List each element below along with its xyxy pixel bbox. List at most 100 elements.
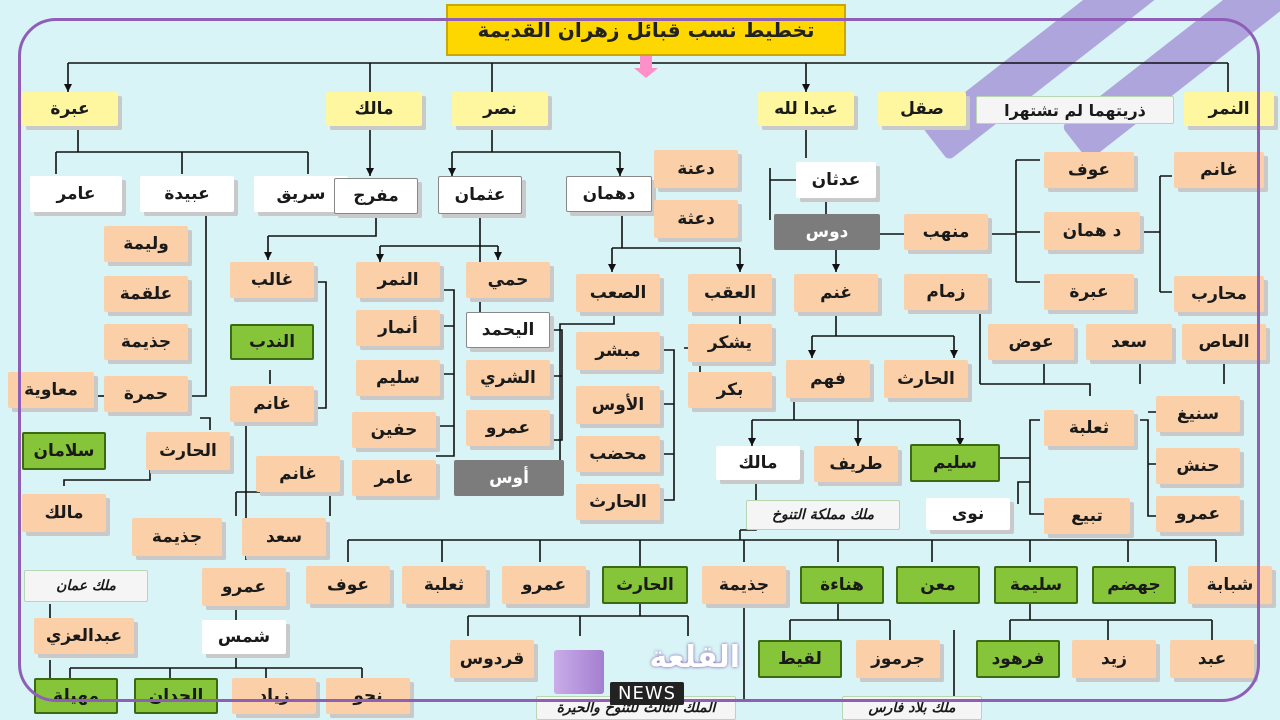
node-abd: عبد — [1170, 640, 1254, 678]
node-tabi: تبيع — [1044, 498, 1130, 534]
node-judhayma: جذيمة — [104, 324, 188, 360]
node-awf: عوف — [1044, 152, 1134, 188]
node-judhayma-2: جذيمة — [132, 518, 222, 556]
node-dahman: دهمان — [566, 176, 652, 212]
node-ghanim-3: غانم — [256, 456, 340, 492]
chart-title: تخطيط نسب قبائل زهران القديمة — [446, 4, 846, 56]
node-manhab: منهب — [904, 214, 988, 250]
node-ibra-2: عبرة — [1044, 274, 1134, 310]
node-mufrij: مفرج — [334, 178, 418, 214]
node-amr: عمرو — [466, 410, 550, 446]
node-zayd: زيد — [1072, 640, 1156, 678]
node-mubashir: مبشر — [576, 332, 660, 370]
node-aws: الأوس — [576, 386, 660, 424]
node-hinaa: هناءة — [800, 566, 884, 604]
node-shams: شمس — [202, 620, 286, 654]
node-maan: معن — [896, 566, 980, 604]
node-king-oman: ملك عمان — [24, 570, 148, 602]
node-harith-4: الحارث — [602, 566, 688, 604]
node-nahw: نحو — [326, 678, 410, 714]
node-jurmuz: جرموز — [856, 640, 940, 678]
node-zimam: زمام — [904, 274, 988, 310]
node-harith-3: الحارث — [146, 432, 230, 470]
node-muhdab: محضب — [576, 436, 660, 472]
node-muhayla: مهيلة — [34, 678, 118, 714]
node-namir: النمر — [1184, 92, 1274, 126]
node-abdul-uzza: عبدالعزي — [34, 618, 134, 654]
node-yashkur: يشكر — [688, 324, 772, 362]
node-saad-2: سعد — [242, 518, 326, 556]
node-malik-2: مالك — [716, 446, 800, 480]
node-amir-2: عامر — [352, 460, 436, 496]
node-nasr: نصر — [452, 92, 548, 126]
node-nadb: الندب — [230, 324, 314, 360]
node-ghanim-2: غانم — [230, 386, 314, 422]
node-fahm: فهم — [786, 360, 870, 398]
node-amr-4: عمرو — [502, 566, 586, 604]
node-hanash: حنش — [1156, 448, 1240, 484]
node-judhayma-3: جذيمة — [702, 566, 786, 604]
node-ghanim: غانم — [1174, 152, 1264, 188]
node-bakr: بكر — [688, 372, 772, 408]
node-sunayg: سنيغ — [1156, 396, 1240, 432]
node-abdullah: عبدا لله — [758, 92, 854, 126]
node-sariq: سريق — [254, 176, 348, 212]
node-ubaida: عبيدة — [140, 176, 234, 212]
node-laqit: لقيط — [758, 640, 842, 678]
node-amr-2: عمرو — [1156, 496, 1240, 532]
node-ibra: عبرة — [22, 92, 118, 126]
site-logo: القلعة NEWS — [548, 640, 748, 710]
node-alqama: علقمة — [104, 276, 188, 312]
node-anmar: أنمار — [356, 310, 440, 346]
node-malik-3: مالك — [22, 494, 106, 532]
node-thalaba: ثعلبة — [1044, 410, 1134, 446]
node-huddan: الحدان — [134, 678, 218, 714]
node-saab: الصعب — [576, 274, 660, 312]
node-hamra: حمرة — [104, 376, 188, 412]
node-aws-grey: أوس — [454, 460, 564, 496]
node-harith: الحارث — [576, 484, 660, 520]
node-yahmad: اليحمد — [466, 312, 550, 348]
logo-mark-icon — [554, 650, 604, 694]
node-walima: وليمة — [104, 226, 188, 262]
node-harith-2: الحارث — [884, 360, 968, 398]
node-malik: مالك — [326, 92, 422, 126]
node-aqab: العقب — [688, 274, 772, 312]
node-shuri: الشري — [466, 360, 550, 396]
node-saad: سعد — [1086, 324, 1172, 360]
node-muharib: محارب — [1174, 276, 1264, 312]
node-firdaws: قردوس — [450, 640, 534, 678]
node-farhud: فرهود — [976, 640, 1060, 678]
node-ghalib: غالب — [230, 262, 314, 298]
node-muawiya: معاوية — [8, 372, 94, 408]
node-thalaba-2: ثعلبة — [402, 566, 486, 604]
node-jahdam: جهضم — [1092, 566, 1176, 604]
node-sulaym-2: سليم — [910, 444, 1000, 482]
node-daws: دوس — [774, 214, 880, 250]
node-tarif: طريف — [814, 446, 898, 482]
node-amir: عامر — [30, 176, 122, 212]
node-hufayn: حفين — [352, 412, 436, 448]
node-adthan: عدثان — [796, 162, 876, 198]
logo-arabic-text: القلعة — [649, 640, 740, 675]
logo-news-text: NEWS — [610, 682, 685, 705]
node-daatha: دعثة — [654, 200, 738, 238]
node-ziyad: زياد — [232, 678, 316, 714]
node-aas: العاص — [1182, 324, 1266, 360]
node-amr-3: عمرو — [202, 568, 286, 606]
node-nawa: نوى — [926, 498, 1010, 530]
node-daana: دعنة — [654, 150, 738, 188]
node-king-persia: ملك بلاد فارس — [842, 696, 982, 720]
node-salaman: سلامان — [22, 432, 106, 470]
node-dahman-2: د همان — [1044, 212, 1140, 250]
node-sulayma: سليمة — [994, 566, 1078, 604]
node-othman: عثمان — [438, 176, 522, 214]
node-king-tanukh: ملك مملكة التنوخ — [746, 500, 900, 530]
node-sulaym: سليم — [356, 360, 440, 396]
node-namir-2: النمر — [356, 262, 440, 298]
node-note-unknown: ذريتهما لم تشتهرا — [976, 96, 1174, 124]
node-shababa: شبابة — [1188, 566, 1272, 604]
node-awf-2: عوف — [306, 566, 390, 604]
node-saql: صقل — [878, 92, 966, 126]
